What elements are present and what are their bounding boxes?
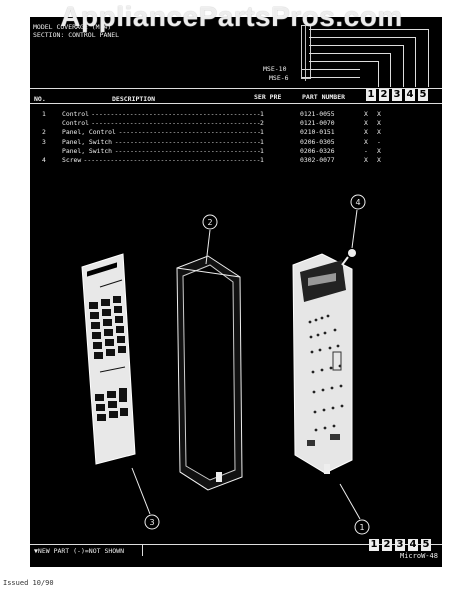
part-number: 0121-0055 (300, 110, 335, 118)
bracket-box (301, 25, 311, 79)
model-1-mark: X (364, 156, 368, 164)
part-number: 0121-0070 (300, 119, 335, 128)
description-leader: ----------------------------------------… (91, 119, 260, 128)
part-number: 0210-0151 (300, 128, 335, 137)
item-quantity: 1 (260, 128, 264, 137)
item-quantity: 1 (260, 110, 264, 118)
footer-box-5: 5 (421, 539, 431, 551)
callout-2-label: 2 (207, 218, 212, 227)
item-description: Panel, Control (62, 128, 116, 137)
description-leader: ----------------------------------------… (83, 156, 261, 164)
table-row: 4 Screw 1 0302-0077 X X ----------------------… (42, 156, 432, 164)
model-col-3: 3 (392, 89, 402, 101)
callout-4: 4 (350, 194, 366, 210)
item-description: Control (62, 119, 89, 128)
model-col-1: 1 (366, 89, 376, 101)
col-part-number: PART NUMBER (302, 93, 346, 101)
callout-3-label: 3 (149, 518, 154, 527)
callout-2: 2 (202, 214, 218, 230)
footer-box-2: 2 (382, 539, 392, 551)
model-2-mark: X (377, 119, 381, 128)
model-2-mark: X (377, 110, 381, 118)
col-ser-pre: SER PRE (254, 93, 282, 101)
col-no: NO. (34, 95, 46, 103)
item-quantity: 1 (260, 137, 264, 146)
watermark: AppliancePartsPros.com (60, 1, 403, 32)
model-col-5: 5 (418, 89, 428, 101)
switch-panel-illustration (81, 253, 136, 465)
item-description: Control (62, 110, 89, 118)
callout-1: 1 (354, 519, 370, 535)
page-code: MicroW-48 (400, 552, 438, 560)
item-number: 4 (42, 156, 46, 164)
footer-legend: ▼NEW PART (-)=NOT SHOWN (34, 547, 125, 555)
description-leader: ----------------------------------------… (118, 128, 260, 137)
model-2-mark: - (377, 137, 381, 146)
model-1-mark: - (364, 146, 368, 155)
item-quantity: 2 (260, 119, 264, 128)
model-2-mark: X (377, 128, 381, 137)
item-number: 2 (42, 128, 46, 137)
col-description: DESCRIPTION (112, 95, 156, 103)
part-number: 0302-0077 (300, 156, 335, 164)
footer-box-4: 4 (408, 539, 418, 551)
item-quantity: 1 (260, 146, 264, 155)
description-leader: ----------------------------------------… (114, 137, 260, 146)
item-number: 1 (42, 110, 46, 118)
model-label-1: MSE-10 (263, 65, 287, 73)
callout-1-label: 1 (359, 523, 364, 532)
header-line2: SECTION: CONTROL PANEL (33, 31, 120, 39)
callout-3: 3 (144, 514, 160, 530)
control-board-illustration (292, 253, 353, 474)
screw-illustration (341, 249, 356, 266)
description-leader: ----------------------------------------… (114, 146, 260, 155)
model-1-mark: X (364, 110, 368, 118)
model-1-mark: X (364, 119, 368, 128)
table-row: Panel, Switch 1 0206-0326 -X ---------------… (42, 147, 432, 155)
description-leader: ----------------------------------------… (91, 110, 260, 118)
model-2-mark: X (377, 146, 381, 155)
issued-date: Issued 10/90 (3, 579, 54, 587)
model-label-2: MSE-6 (269, 74, 289, 82)
parts-list-panel: MODEL COVERAGE (M-4) SECTION: CONTROL PA… (30, 17, 442, 567)
footer-box-1: 1 (369, 539, 379, 551)
header-line1: MODEL COVERAGE (M-4) (33, 23, 112, 31)
control-panel-illustration (176, 255, 243, 491)
footer-box-3: 3 (395, 539, 405, 551)
item-description: Screw (62, 156, 82, 164)
table-row: 1 Control 1 0121-0055 X X --------------------… (42, 110, 432, 118)
part-number: 0206-0326 (300, 146, 335, 155)
model-2-mark: X (377, 156, 381, 164)
item-number: 3 (42, 137, 46, 146)
item-description: Panel, Switch (62, 137, 113, 146)
callout-4-label: 4 (355, 198, 360, 207)
model-col-2: 2 (379, 89, 389, 101)
model-1-mark: X (364, 128, 368, 137)
model-col-4: 4 (405, 89, 415, 101)
exploded-diagram: 2 4 1 3 (81, 194, 370, 535)
model-1-mark: X (364, 137, 368, 146)
part-number: 0206-0305 (300, 137, 335, 146)
item-quantity: 1 (260, 156, 264, 164)
item-description: Panel, Switch (62, 146, 113, 155)
